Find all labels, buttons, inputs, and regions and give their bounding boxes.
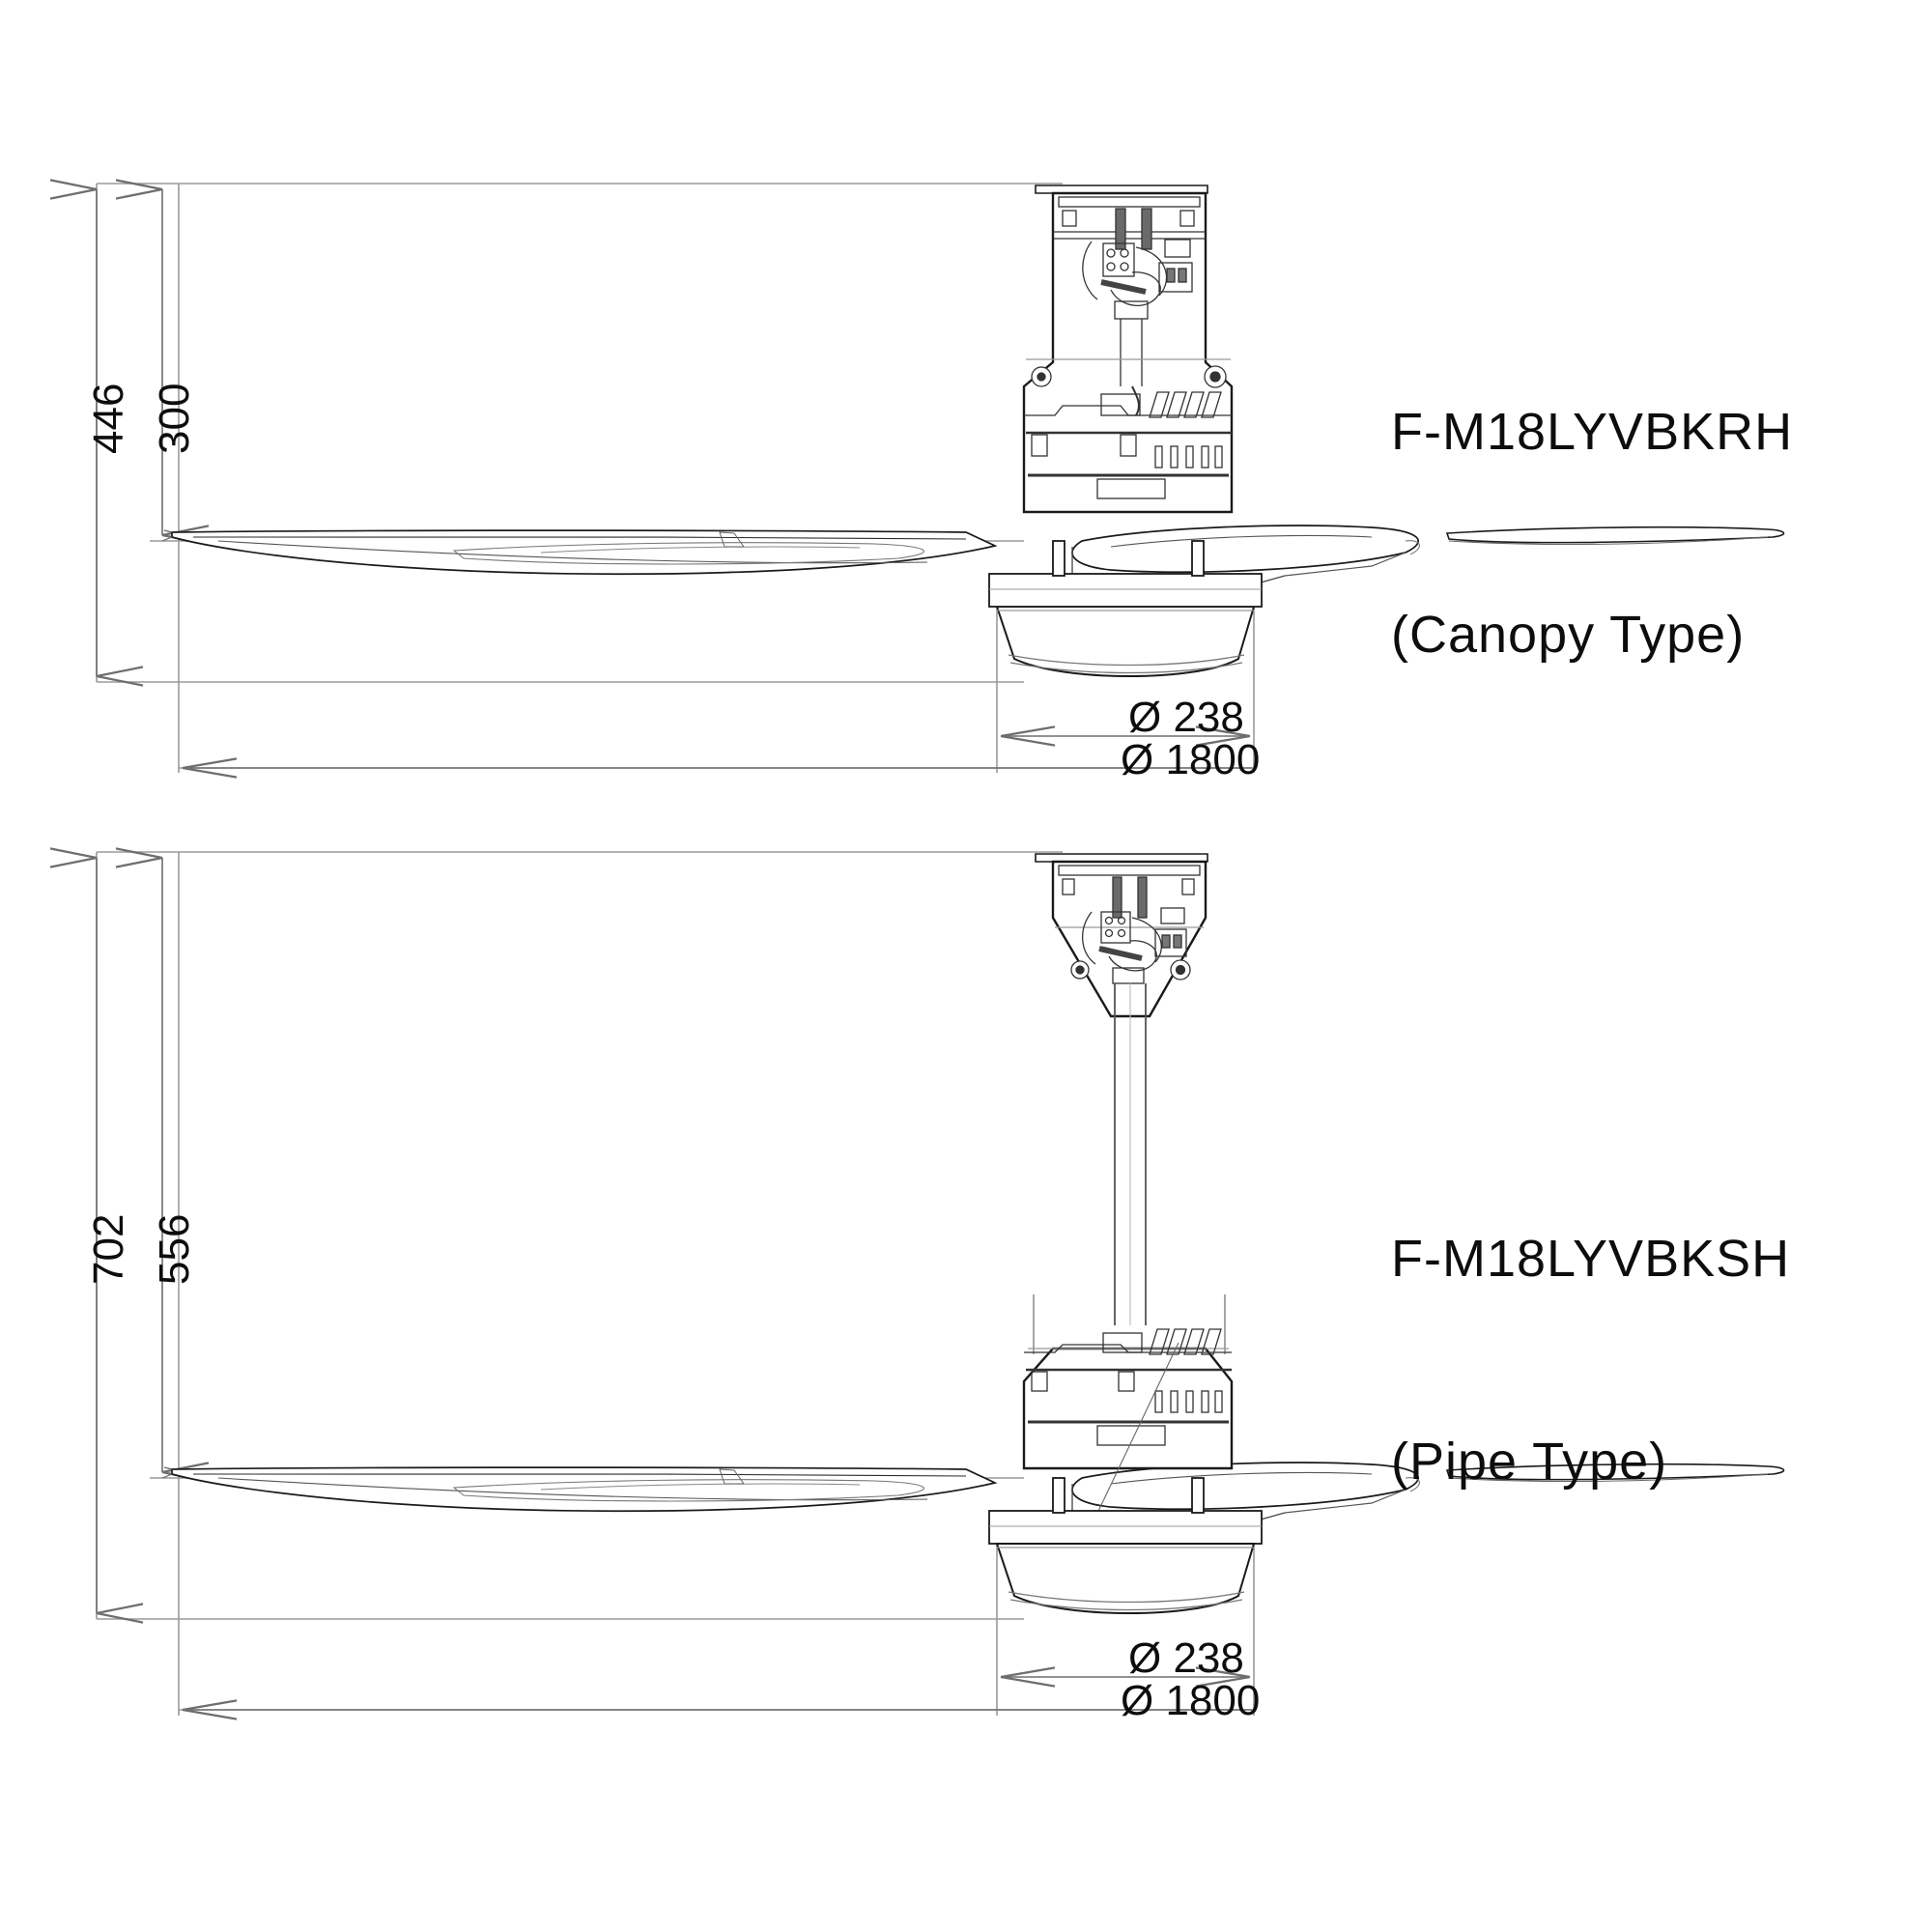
mount-rail xyxy=(1058,196,1201,208)
fin-group-top xyxy=(1149,391,1222,418)
pipe-blade-left xyxy=(171,1466,998,1513)
bracket-right xyxy=(1179,210,1195,227)
pipe-canopy xyxy=(1035,853,1208,1018)
ceiling-plate-2 xyxy=(1035,853,1208,863)
pcb-module xyxy=(1158,262,1193,293)
blade-right-outline-2 xyxy=(1071,1462,1419,1511)
blade-left-tip-break-2 xyxy=(161,1466,173,1479)
blade-right-outline xyxy=(1071,525,1419,574)
pipe-downrod xyxy=(1114,983,1147,1325)
wire-left xyxy=(1082,241,1098,300)
pipe-view-group xyxy=(49,847,1785,1720)
terminal-pin-1 xyxy=(1115,208,1126,250)
hub-boss xyxy=(1096,478,1166,499)
winding-left xyxy=(1031,434,1048,457)
wire-right xyxy=(1135,246,1168,297)
pipe-canopy-shell xyxy=(1051,860,1208,1018)
blade-tip-edge xyxy=(1448,536,1769,546)
canopy-housing xyxy=(1022,185,1234,514)
bottom-cap-outline xyxy=(995,606,1256,677)
pipe-canopy-internal xyxy=(1055,865,1204,984)
canopy-bottom-cap xyxy=(995,606,1256,677)
ceiling-plate xyxy=(1035,185,1208,194)
fin-group-top-2 xyxy=(1149,1328,1222,1355)
blade-left-edge-2 xyxy=(217,540,928,564)
model-name-pipe: F-M18LYVBKSH xyxy=(1391,1230,1791,1288)
blade-left-rib-2 xyxy=(540,546,861,554)
canopy-blade-right-tip xyxy=(1445,526,1785,546)
model-label-pipe: F-M18LYVBKSH (Pipe Type) xyxy=(1391,1090,1790,1631)
blade-right-body-2 xyxy=(1284,552,1406,577)
blade-right-edge xyxy=(1110,534,1373,548)
blade-left-notch xyxy=(719,531,745,548)
bearing-seat-2 xyxy=(1102,1332,1143,1353)
pipe-motor-internal xyxy=(1024,1294,1232,1547)
blade-tip-outline xyxy=(1445,526,1785,544)
terminal-block xyxy=(1102,242,1135,277)
canopy-internal-detail xyxy=(1024,196,1232,499)
cap-ring-2 xyxy=(1009,662,1243,674)
canopy-outer-shell xyxy=(1022,191,1234,514)
model-subtitle-pipe: (Pipe Type) xyxy=(1391,1433,1668,1491)
relay-box xyxy=(1164,239,1191,258)
fin-group-bottom xyxy=(1154,445,1223,469)
blade-arm-right xyxy=(1191,540,1205,577)
dim-label-238-pipe: Ø 238 xyxy=(1128,1634,1244,1682)
blade-left-edge-1 xyxy=(192,536,967,540)
terminal-pin-2 xyxy=(1141,208,1152,250)
dim-label-300: 300 xyxy=(151,383,198,454)
blade-left-rib-1 xyxy=(452,542,924,565)
model-label-canopy: F-M18LYVBKRH (Canopy Type) xyxy=(1391,263,1793,804)
hub-collar-plate xyxy=(988,573,1263,608)
dim-label-238-canopy: Ø 238 xyxy=(1128,694,1244,741)
blade-arm-left xyxy=(1052,540,1065,577)
bracket-left xyxy=(1062,210,1077,227)
cap-ring-1 xyxy=(1008,654,1245,667)
canopy-blade-left xyxy=(171,529,998,576)
canopy-hub-collar xyxy=(988,540,1263,608)
bearing-seat xyxy=(1100,393,1141,416)
dim-label-556: 556 xyxy=(151,1213,198,1285)
pipe-blade-right-tip xyxy=(1445,1463,1785,1483)
blade-right-break xyxy=(1405,540,1420,555)
connector-body xyxy=(1100,279,1147,295)
dim-label-702: 702 xyxy=(85,1213,132,1285)
motor-deck xyxy=(1024,405,1232,416)
model-name-canopy: F-M18LYVBKRH xyxy=(1391,403,1794,461)
model-subtitle-canopy: (Canopy Type) xyxy=(1391,606,1746,664)
dim-label-1800-pipe: Ø 1800 xyxy=(1121,1677,1261,1724)
blade-left-tip-break xyxy=(161,529,173,542)
shaft-collar xyxy=(1114,300,1149,320)
canopy-view-group xyxy=(49,179,1785,779)
winding-mid xyxy=(1120,434,1137,457)
fin-group-bottom-2 xyxy=(1154,1390,1223,1413)
dim-label-446: 446 xyxy=(85,383,132,454)
wire-drop xyxy=(1131,385,1140,416)
pipe-bottom-cap xyxy=(995,1543,1256,1614)
dim-label-1800-canopy: Ø 1800 xyxy=(1121,736,1261,783)
